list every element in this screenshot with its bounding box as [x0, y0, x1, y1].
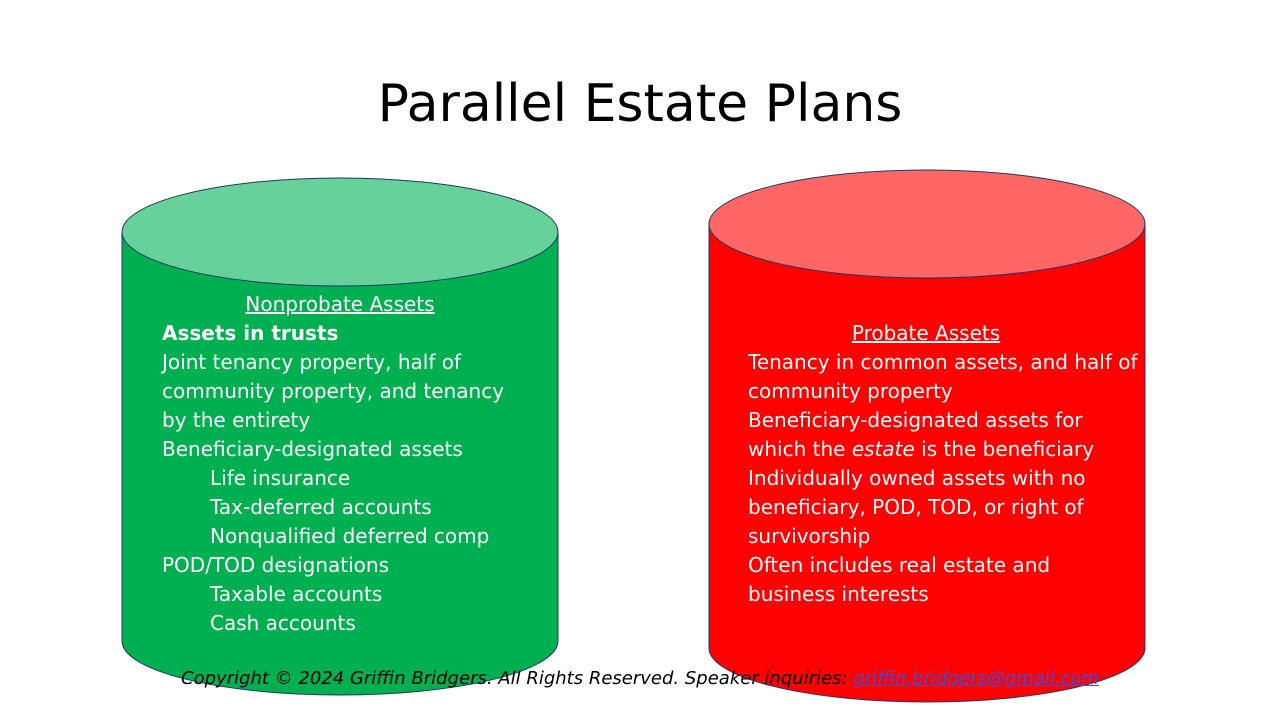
list-item: Cash accounts	[91, 609, 532, 638]
list-item-text: Cash accounts	[210, 611, 356, 635]
list-item-text: Assets in trusts	[162, 321, 339, 345]
list-item: Taxable accounts	[91, 580, 532, 609]
list-item: Assets in trusts	[91, 319, 532, 348]
list-item-text: Beneficiary-designated assets	[162, 437, 463, 461]
list-item: Nonqualified deferred comp	[91, 522, 532, 551]
list-item-text: Tenancy in common assets, and half of co…	[748, 350, 1138, 403]
slide-title: Parallel Estate Plans	[377, 74, 903, 134]
probate-list: Tenancy in common assets, and half of co…	[677, 348, 1140, 609]
copyright-footer: Copyright © 2024 Griffin Bridgers. All R…	[181, 668, 1101, 689]
list-item: Beneficiary-designated assets for which …	[677, 406, 1140, 464]
list-item: Beneficiary-designated assets	[91, 435, 532, 464]
list-item-text: Tax-deferred accounts	[210, 495, 432, 519]
list-item: Tax-deferred accounts	[91, 493, 532, 522]
list-item-text: Joint tenancy property, half of communit…	[162, 350, 505, 432]
list-item-text: Taxable accounts	[210, 582, 383, 606]
list-item-text: Life insurance	[210, 466, 351, 490]
speaker-email-link[interactable]: griffin.bridgers@gmail.com	[853, 668, 1099, 689]
list-item-text: Individually owned assets with no benefi…	[748, 466, 1086, 548]
list-item: Tenancy in common assets, and half of co…	[677, 348, 1140, 406]
list-item-emphasis: estate	[851, 437, 915, 461]
list-item: Joint tenancy property, half of communit…	[91, 348, 532, 435]
nonprobate-cylinder-top	[121, 177, 559, 287]
list-item-text: Nonqualified deferred comp	[210, 524, 490, 548]
nonprobate-heading: Nonprobate Assets	[245, 292, 435, 316]
list-item-text: is the beneficiary	[914, 437, 1095, 461]
list-item: Life insurance	[91, 464, 532, 493]
probate-cylinder-top	[708, 169, 1146, 279]
list-item: Individually owned assets with no benefi…	[677, 464, 1140, 551]
probate-content: Probate Assets Tenancy in common assets,…	[677, 319, 1140, 609]
probate-heading: Probate Assets	[851, 321, 1001, 345]
copyright-text: Copyright © 2024 Griffin Bridgers. All R…	[181, 668, 854, 689]
list-item-text: POD/TOD designations	[162, 553, 389, 577]
list-item: Often includes real estate and business …	[677, 551, 1140, 609]
list-item-text: Beneficiary-designated assets for which …	[748, 408, 1083, 461]
list-item-text: Often includes real estate and business …	[748, 553, 1051, 606]
list-item: POD/TOD designations	[91, 551, 532, 580]
nonprobate-list: Assets in trustsJoint tenancy property, …	[91, 319, 532, 638]
nonprobate-content: Nonprobate Assets Assets in trustsJoint …	[91, 290, 532, 638]
